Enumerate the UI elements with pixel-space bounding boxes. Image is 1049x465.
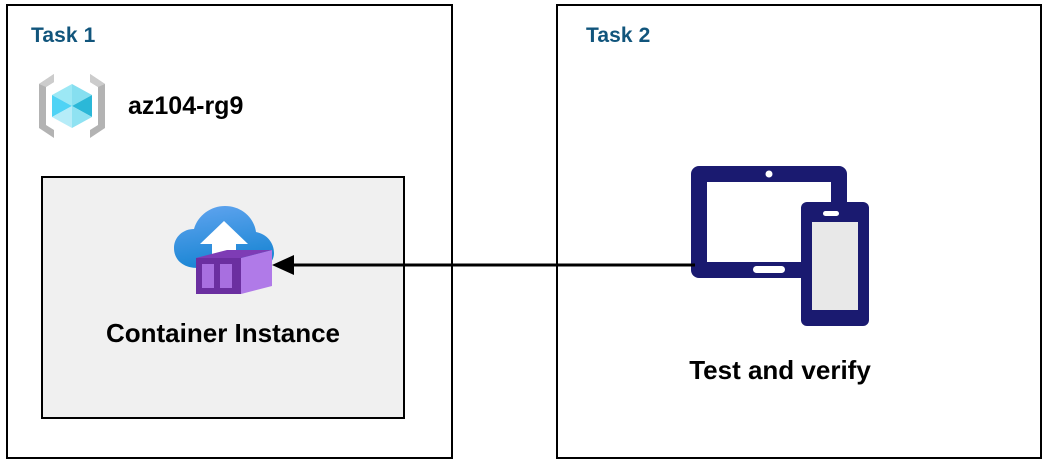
panel-title-task1: Task 1 (31, 24, 96, 47)
container-instance-icon (174, 206, 274, 294)
devices-tablet-phone-icon (691, 166, 869, 326)
panel-title-task2: Task 2 (586, 24, 651, 47)
resource-group-label: az104-rg9 (128, 91, 244, 120)
resource-group-row: az104-rg9 (34, 68, 243, 144)
task-panel-1: Task 1 (6, 4, 453, 459)
container-instance-card: Container Instance (41, 176, 405, 419)
devices-caption: Test and verify (689, 355, 871, 385)
azure-resource-group-icon (39, 74, 105, 138)
container-instance-caption: Container Instance (105, 318, 341, 348)
arrow-task2-to-task1 (272, 255, 695, 275)
